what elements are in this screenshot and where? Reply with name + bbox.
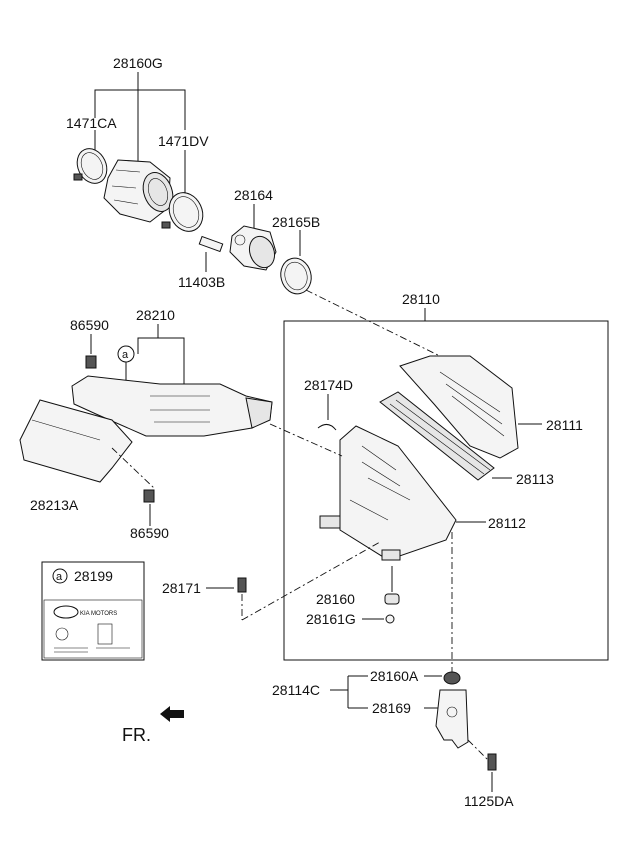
label-28169[interactable]: 28169 [372,700,411,716]
label-28174D[interactable]: 28174D [304,377,353,393]
legend-part-number[interactable]: 28199 [74,568,113,584]
label-28165B[interactable]: 28165B [272,214,320,230]
assembly-box-28110 [283,308,609,661]
label-86590-top[interactable]: 86590 [70,317,109,333]
legend-ref-letter: a [56,571,63,583]
sensor-28164-part[interactable] [229,204,279,271]
bolt-86590-top-part[interactable] [85,334,97,369]
bracket-28169-part[interactable] [424,689,469,749]
filter-element-28113[interactable] [379,391,512,481]
label-28171[interactable]: 28171 [162,580,201,596]
grommet-28160-part[interactable] [384,566,400,605]
clip-28174D-part[interactable] [317,394,337,431]
label-86590-bottom[interactable]: 86590 [130,525,169,541]
label-1125DA[interactable]: 1125DA [464,793,514,809]
air-duct-28210[interactable] [71,375,273,437]
front-direction-text: FR. [122,725,151,745]
bolt-86590-bottom-part[interactable] [143,489,155,526]
label-28161G[interactable]: 28161G [306,611,356,627]
label-28113[interactable]: 28113 [516,471,554,487]
group-28160G [94,72,186,165]
legend-box [41,561,145,661]
air-flow-sensor-housing[interactable] [103,159,178,223]
label-ref-a: a [122,349,129,361]
air-guide-28213A[interactable] [19,399,133,483]
label-28114C[interactable]: 28114C [272,682,320,698]
insulator-28160A-part[interactable] [424,671,461,685]
label-28164[interactable]: 28164 [234,187,273,203]
bracket-28114C [330,675,368,709]
label-28160G[interactable]: 28160G [113,55,163,71]
front-direction-arrow [160,706,184,722]
air-cleaner-cover-28111[interactable] [399,355,542,459]
bolt-28171-part[interactable] [206,541,381,621]
label-28213A[interactable]: 28213A [30,497,79,513]
label-28160A[interactable]: 28160A [370,668,419,684]
label-28160[interactable]: 28160 [316,591,355,607]
label-28111[interactable]: 28111 [546,417,583,433]
label-11403B[interactable]: 11403B [178,274,225,290]
legend-label-brand: KIA MOTORS [80,611,117,617]
label-1471DV[interactable]: 1471DV [158,133,209,149]
clamp-1471DV-part[interactable] [161,150,209,237]
label-28210[interactable]: 28210 [136,307,175,323]
air-cleaner-body-28112[interactable] [319,425,486,561]
bolt-11403B-part[interactable] [198,235,224,272]
bolt-1125DA-part[interactable] [467,739,497,792]
bolt-28161G-part[interactable] [362,614,395,624]
label-28112[interactable]: 28112 [488,515,526,531]
label-1471CA[interactable]: 1471CA [66,115,117,131]
bracket-28210 [137,324,185,390]
clamp-1471CA-part[interactable] [72,130,113,188]
label-28110[interactable]: 28110 [402,291,440,307]
oring-28165B-part[interactable] [277,230,315,297]
